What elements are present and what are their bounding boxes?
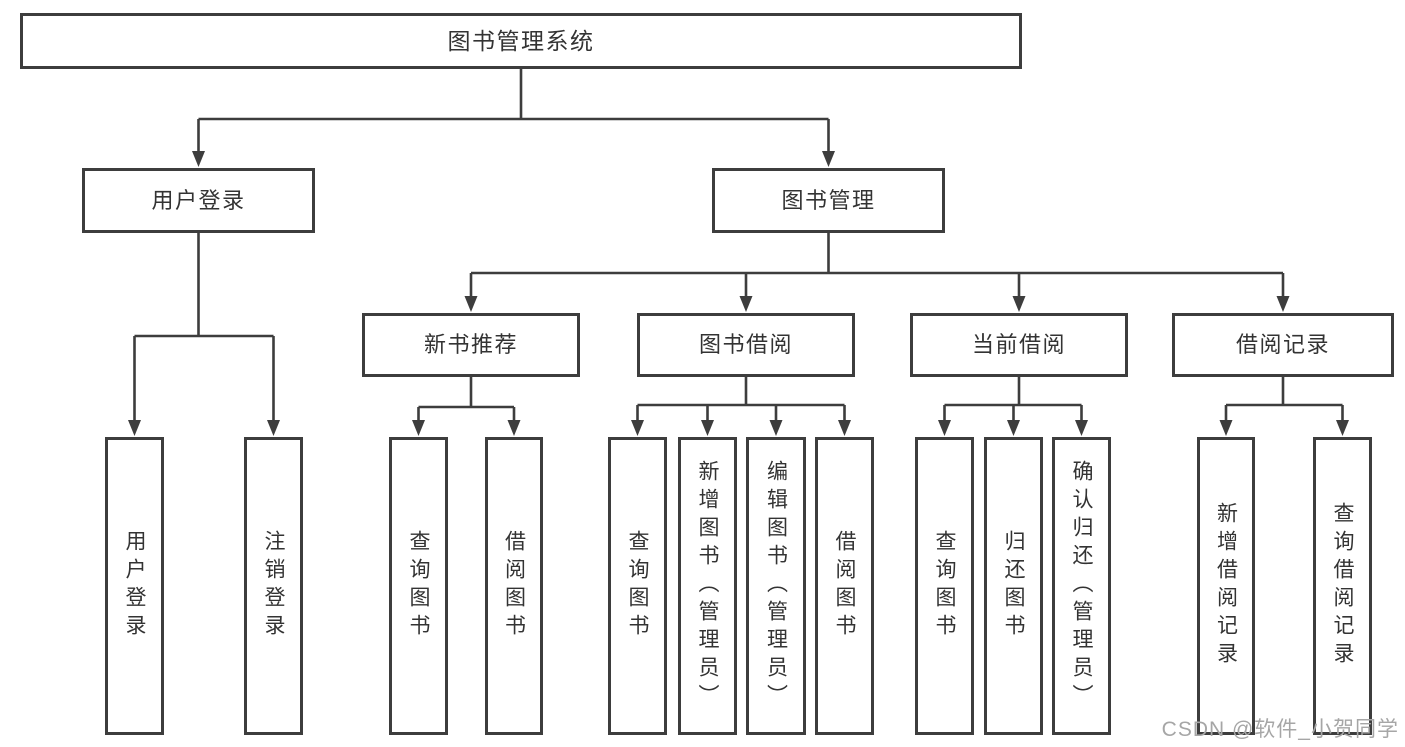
node-label: 查询图书 — [933, 530, 956, 642]
leaf-add-books-admin: 新增图书（管理员） — [678, 437, 737, 735]
node-label: 借阅记录 — [1235, 332, 1330, 357]
node-user-login: 用户登录 — [82, 168, 315, 233]
node-new-book-recommend: 新书推荐 — [362, 313, 580, 377]
node-label: 新增借阅记录 — [1214, 502, 1238, 670]
node-book-borrow: 图书借阅 — [637, 313, 855, 377]
node-label: 查询图书 — [407, 530, 430, 642]
leaf-query-borrow-record: 查询借阅记录 — [1313, 437, 1372, 735]
leaf-confirm-return-admin: 确认归还（管理员） — [1052, 437, 1111, 735]
node-label: 归还图书 — [1002, 530, 1025, 642]
leaf-query-books-2: 查询图书 — [608, 437, 667, 735]
leaf-borrow-books-2: 借阅图书 — [815, 437, 874, 735]
leaf-add-borrow-record: 新增借阅记录 — [1197, 437, 1255, 735]
node-label: 编辑图书（管理员） — [764, 460, 788, 712]
node-label: 用户登录 — [123, 530, 146, 642]
node-label: 图书管理 — [781, 187, 876, 213]
leaf-edit-books-admin: 编辑图书（管理员） — [746, 437, 806, 735]
node-label: 图书管理系统 — [447, 27, 595, 54]
node-label: 图书借阅 — [698, 332, 793, 357]
node-label: 查询借阅记录 — [1331, 502, 1354, 670]
node-label: 注销登录 — [262, 530, 285, 642]
node-label: 查询图书 — [626, 530, 649, 642]
leaf-return-books: 归还图书 — [984, 437, 1043, 735]
leaf-borrow-books-1: 借阅图书 — [485, 437, 543, 735]
node-label: 确认归还（管理员） — [1070, 460, 1093, 712]
node-book-management: 图书管理 — [712, 168, 945, 233]
node-borrow-records: 借阅记录 — [1172, 313, 1394, 377]
node-label: 借阅图书 — [833, 530, 856, 642]
leaf-query-books-1: 查询图书 — [389, 437, 448, 735]
node-label: 新增图书（管理员） — [696, 460, 719, 712]
node-book-management-system: 图书管理系统 — [20, 13, 1022, 69]
leaf-user-login: 用户登录 — [105, 437, 164, 735]
node-label: 当前借阅 — [971, 332, 1066, 357]
connector-path — [133, 69, 1344, 423]
node-current-borrow: 当前借阅 — [910, 313, 1128, 377]
node-label: 借阅图书 — [502, 530, 526, 642]
leaf-query-books-3: 查询图书 — [915, 437, 974, 735]
leaf-logout: 注销登录 — [244, 437, 303, 735]
watermark: CSDN @软件_小贺同学 — [1161, 718, 1399, 741]
node-label: 新书推荐 — [423, 332, 518, 357]
node-label: 用户登录 — [151, 187, 246, 213]
